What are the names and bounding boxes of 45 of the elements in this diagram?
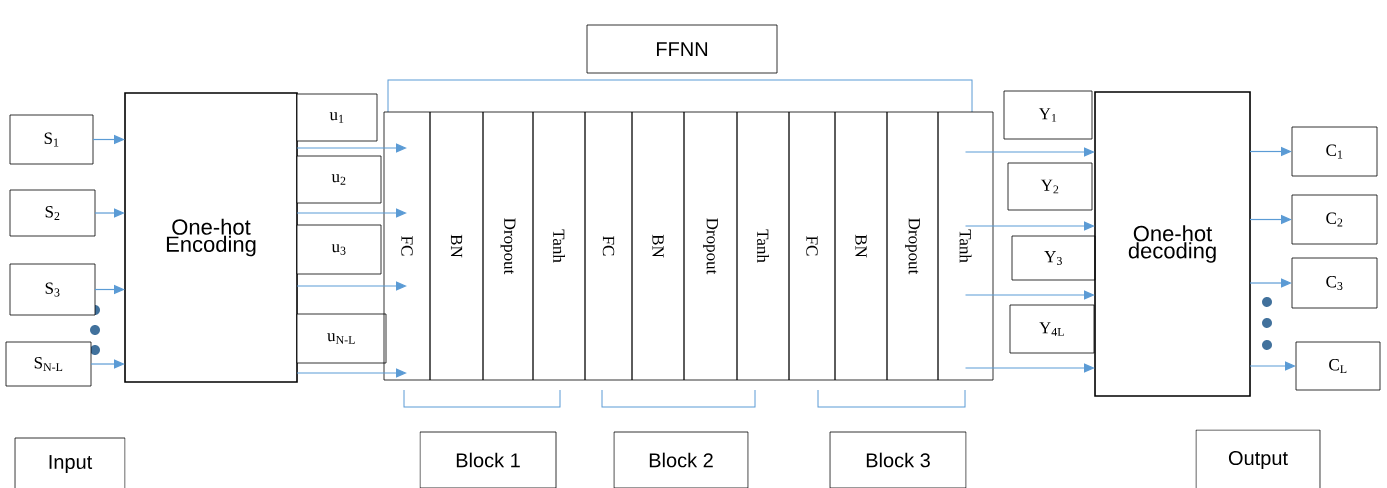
arrow [1249,278,1292,288]
signal-box: u$_{1}$ [296,93,378,142]
layer-box: FC [788,111,836,381]
title-box: Block 2 [613,431,749,488]
signal-box: Y$_{4L}$ [1009,304,1095,354]
arrow [1249,361,1296,371]
signal-box: Y$_{3}$ [1011,235,1096,281]
arrow [964,221,1095,231]
signal-box: S$_{3}$ [9,263,96,316]
layer-box: Tanh [532,111,586,381]
layer-box: Dropout [683,111,738,381]
arrow [296,143,407,153]
layer-box: BN [631,111,685,381]
signal-box: S$_{1}$ [9,114,94,165]
signal-box: C$_{2}$ [1291,194,1378,245]
title-box: Block 1 [419,431,557,488]
signal-box: u$_{N-L}$ [296,313,387,364]
signal-box: C$_{1}$ [1291,126,1378,177]
title-box: FFNN [586,24,778,74]
arrow [296,281,407,291]
layer-box: FC [383,111,431,381]
arrow [964,290,1095,300]
layer-box: Dropout [482,111,534,381]
signal-box: Y$_{2}$ [1007,162,1093,211]
signal-box: C$_{3}$ [1291,257,1378,309]
layer-box: BN [429,111,484,381]
signal-box: Y$_{1}$ [1003,90,1093,140]
arrow [964,363,1095,373]
arrow [296,368,407,378]
layer-box: FC [584,111,633,381]
title-box: Output [1195,429,1321,488]
arrow [964,147,1095,157]
arrow [296,208,407,218]
layer-box: Dropout [886,111,939,381]
signal-box: C$_{L}$ [1295,341,1381,391]
signal-box: S$_{N-L}$ [5,341,92,387]
title-box: Block 3 [829,431,967,488]
signal-box: u$_{3}$ [296,224,382,275]
signal-box: u$_{2}$ [296,155,382,204]
signal-box: S$_{2}$ [9,189,96,237]
layer-box: Tanh [736,111,790,381]
coding-block: One-hot decoding [1094,91,1251,397]
title-box: Input [14,437,126,488]
layer-box: BN [834,111,888,381]
layer-box: Tanh [937,111,994,381]
